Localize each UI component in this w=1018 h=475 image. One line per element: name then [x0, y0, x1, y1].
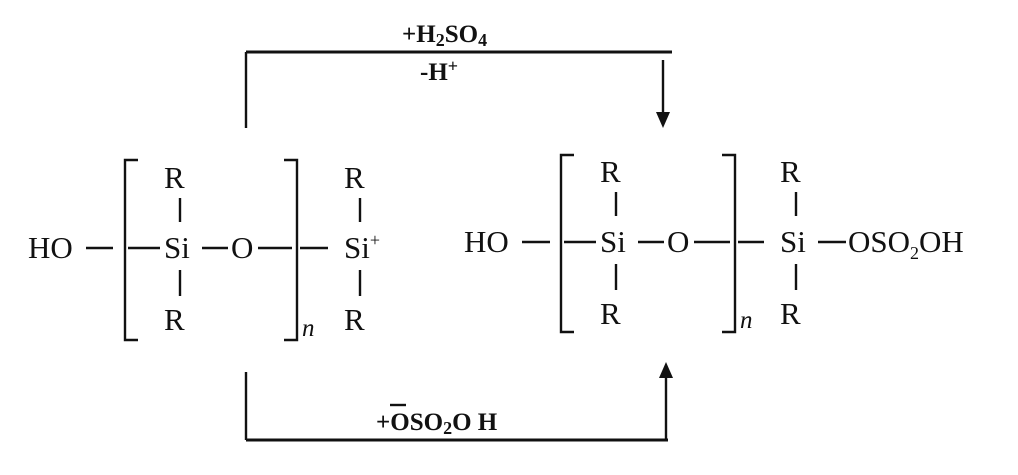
right-ester-group: OSO2OH — [848, 224, 964, 263]
bottom-reagent-label: +OSO2O H — [376, 409, 498, 438]
top-reaction-path — [244, 50, 672, 128]
right-si-2: Si — [780, 224, 806, 259]
left-r-bottom: R — [164, 302, 185, 337]
bottom-reaction-path — [244, 362, 673, 442]
left-ho: HO — [28, 230, 73, 265]
right-ho: HO — [464, 224, 509, 259]
right-o: O — [667, 224, 689, 259]
left-repeat-n: n — [302, 315, 315, 342]
left-r-top-2: R — [344, 160, 365, 195]
top-loss-label: -H+ — [420, 56, 458, 86]
right-si: Si — [600, 224, 626, 259]
left-r-top: R — [164, 160, 185, 195]
left-si-cation: Si+ — [344, 230, 380, 265]
right-r-bottom-2: R — [780, 296, 801, 331]
right-repeat-n: n — [740, 307, 753, 334]
right-bracket-open — [559, 153, 574, 334]
right-bracket-close — [722, 153, 737, 334]
left-o: O — [231, 230, 253, 265]
left-si: Si — [164, 230, 190, 265]
top-reagent-label: +H2SO4 — [402, 21, 487, 50]
left-molecule: HO R Si R O n R Si+ R — [28, 158, 380, 342]
left-r-bottom-2: R — [344, 302, 365, 337]
right-r-bottom: R — [600, 296, 621, 331]
left-bracket-close — [284, 158, 299, 342]
bottom-arrowhead-icon — [659, 362, 673, 378]
right-r-top-2: R — [780, 154, 801, 189]
right-r-top: R — [600, 154, 621, 189]
top-arrowhead-icon — [656, 112, 670, 128]
left-bracket-open — [123, 158, 138, 342]
right-molecule: HO R Si R O n R Si R OSO2OH — [464, 153, 964, 334]
